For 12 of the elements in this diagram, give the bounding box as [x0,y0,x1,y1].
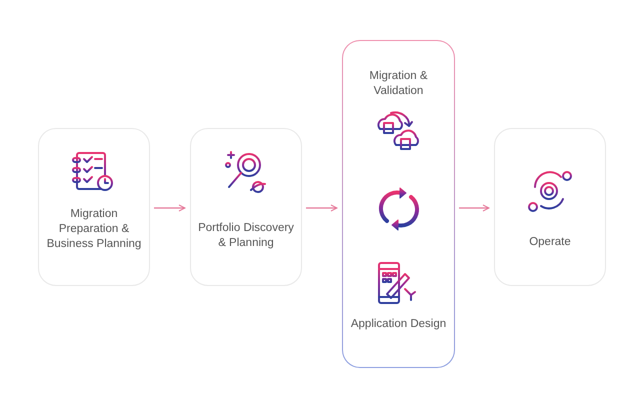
step-label: Portfolio Discovery & Planning [197,221,295,251]
step-label: Migration Preparation & Business Planning [46,207,142,252]
highlighted-step-card [342,40,455,368]
step-card [190,128,302,286]
step-label: Operate [528,235,572,250]
arrow [154,204,186,212]
step-card [38,128,150,286]
step-label: Migration & Validation [368,69,429,99]
arrow [306,204,338,212]
step-label: Application Design [350,317,448,332]
step-card [494,128,606,286]
arrow [459,204,490,212]
